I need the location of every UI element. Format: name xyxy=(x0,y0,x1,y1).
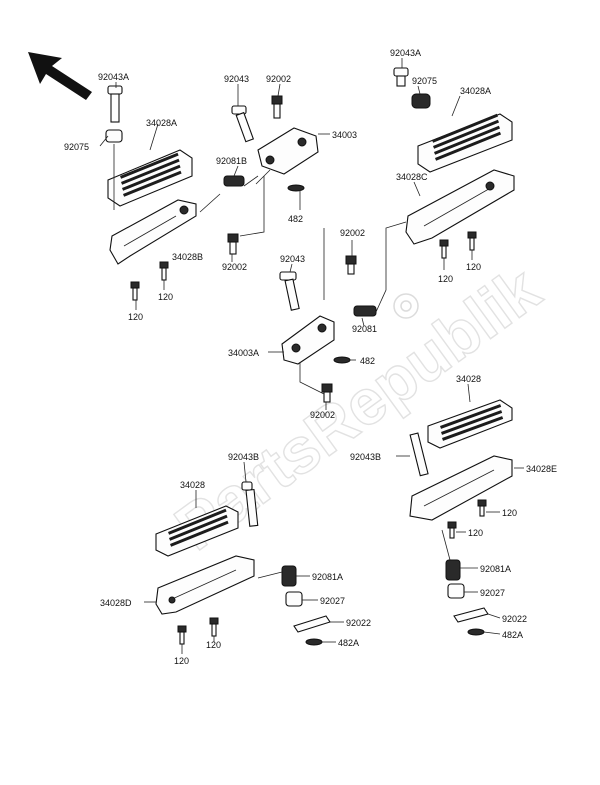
bolt-120-g xyxy=(177,625,187,645)
pin-92043B-right xyxy=(409,432,429,477)
label-92081A-right: 92081A xyxy=(480,564,511,574)
footpeg-rubber-34028-left xyxy=(155,505,239,557)
bushing-92075-right xyxy=(411,93,431,109)
spring-92081A-right xyxy=(445,559,461,581)
label-92002-mid: 92002 xyxy=(340,228,365,238)
label-482-mid: 482 xyxy=(360,356,375,366)
bolt-92002-bot xyxy=(321,383,333,403)
clip-482A-right xyxy=(467,628,485,636)
label-34028-right: 34028 xyxy=(456,374,481,384)
pin-92043-top xyxy=(231,105,255,143)
label-92002-bot: 92002 xyxy=(310,410,335,420)
bolt-120-f xyxy=(447,521,457,539)
label-92022-left: 92022 xyxy=(346,618,371,628)
label-92075-right: 92075 xyxy=(412,76,437,86)
label-120-b: 120 xyxy=(128,312,143,322)
footpeg-bracket-34028D xyxy=(155,555,255,615)
footpeg-rubber-34028A-left xyxy=(107,149,193,207)
label-120-h: 120 xyxy=(206,640,221,650)
front-direction-arrow-icon xyxy=(28,52,92,100)
label-92043A-left: 92043A xyxy=(98,72,129,82)
label-120-g: 120 xyxy=(174,656,189,666)
label-92027-left: 92027 xyxy=(320,596,345,606)
pin-92043-mid xyxy=(279,271,300,311)
label-92043B-right: 92043B xyxy=(350,452,381,462)
label-92081B: 92081B xyxy=(216,156,247,166)
label-34028A-left: 34028A xyxy=(146,118,177,128)
label-92081: 92081 xyxy=(352,324,377,334)
footpeg-rubber-34028A-right xyxy=(417,113,513,173)
bushing-92075-left xyxy=(105,129,123,143)
label-34028D: 34028D xyxy=(100,598,132,608)
pin-92043A-right xyxy=(393,67,409,87)
label-482-top: 482 xyxy=(288,214,303,224)
bolt-92002-top xyxy=(271,95,283,119)
label-482A-right: 482A xyxy=(502,630,523,640)
label-34003A: 34003A xyxy=(228,348,259,358)
label-120-e: 120 xyxy=(502,508,517,518)
spring-92081 xyxy=(353,305,377,317)
label-92027-right: 92027 xyxy=(480,588,505,598)
bolt-120-c xyxy=(439,239,449,259)
plate-92022-right xyxy=(453,607,489,623)
bolt-120-h xyxy=(209,617,219,637)
footpeg-bracket-34028C xyxy=(405,169,515,245)
pin-92043A-left xyxy=(107,85,123,123)
footpeg-bracket-34028E xyxy=(409,455,513,521)
label-92002-top: 92002 xyxy=(266,74,291,84)
stopper-92027-right xyxy=(447,583,465,599)
label-92002-left: 92002 xyxy=(222,262,247,272)
label-92043A-right: 92043A xyxy=(390,48,421,58)
clip-482-top xyxy=(287,184,305,192)
stopper-92027-left xyxy=(285,591,303,607)
plate-92022-left xyxy=(293,615,331,633)
bolt-120-d xyxy=(467,231,477,251)
label-92043-mid: 92043 xyxy=(280,254,305,264)
label-34028B: 34028B xyxy=(172,252,203,262)
label-92081A-left: 92081A xyxy=(312,572,343,582)
label-34028E: 34028E xyxy=(526,464,557,474)
label-34028C: 34028C xyxy=(396,172,428,182)
label-92043-top: 92043 xyxy=(224,74,249,84)
label-34003: 34003 xyxy=(332,130,357,140)
footpeg-rubber-34028-right xyxy=(427,399,513,449)
clip-482-mid xyxy=(333,356,351,364)
clip-482A-left xyxy=(305,638,323,646)
label-120-d: 120 xyxy=(466,262,481,272)
label-34028A-right: 34028A xyxy=(460,86,491,96)
footpeg-holder-34003A xyxy=(281,315,335,365)
label-34028-left: 34028 xyxy=(180,480,205,490)
leader-lines xyxy=(99,58,524,654)
label-120-a: 120 xyxy=(158,292,173,302)
watermark-gear-icon xyxy=(393,293,419,319)
bolt-120-b xyxy=(130,281,140,301)
label-92022-right: 92022 xyxy=(502,614,527,624)
bolt-92002-left xyxy=(227,233,239,255)
label-120-c: 120 xyxy=(438,274,453,284)
footpeg-bracket-34028B xyxy=(109,199,197,265)
part-labels: 92043A 92075 34028A 92043 92002 34003 92… xyxy=(64,48,557,666)
label-120-f: 120 xyxy=(468,528,483,538)
footpeg-holder-34003 xyxy=(257,127,319,175)
spring-92081A-left xyxy=(281,565,297,587)
bolt-92002-mid xyxy=(345,255,357,275)
label-92043B-left: 92043B xyxy=(228,452,259,462)
pin-92043B-left xyxy=(241,481,259,527)
bolt-120-a xyxy=(159,261,169,281)
label-482A-left: 482A xyxy=(338,638,359,648)
label-92075-left: 92075 xyxy=(64,142,89,152)
spring-92081B xyxy=(223,175,245,187)
bolt-120-e xyxy=(477,499,487,517)
